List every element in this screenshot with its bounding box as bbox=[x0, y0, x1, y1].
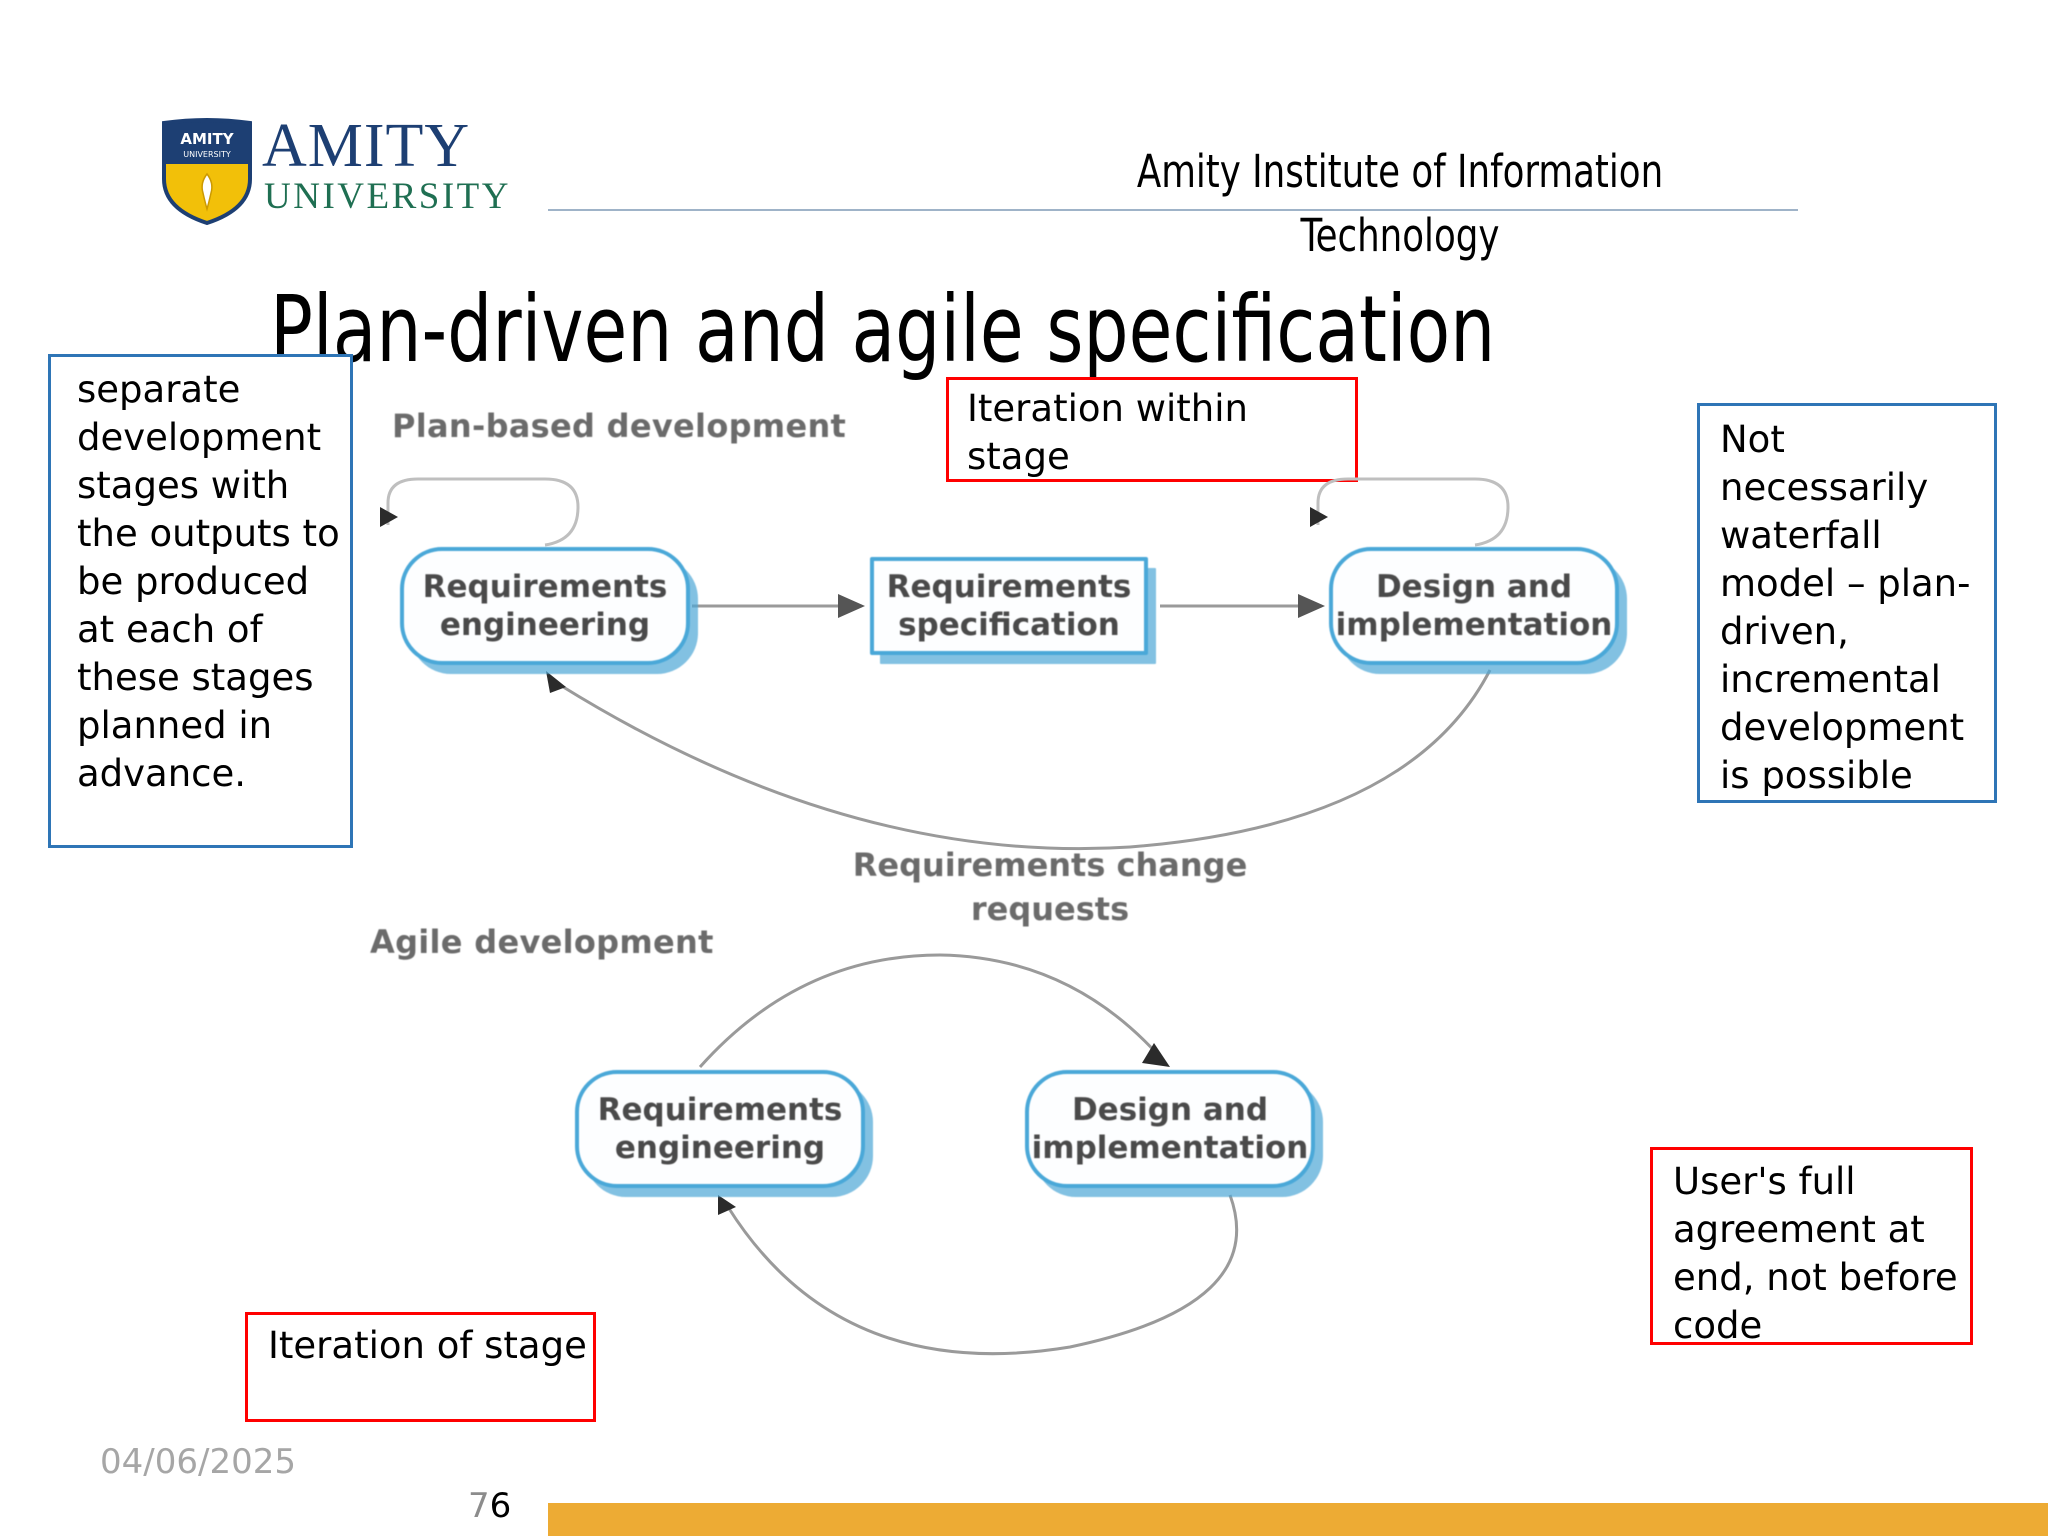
diagram-box-requirements-specification: Requirements specification bbox=[870, 557, 1148, 655]
callout-user-full-agreement: User's full agreement at end, not before… bbox=[1650, 1147, 1973, 1347]
diagram-box-agile-requirements-engineering: Requirements engineering bbox=[575, 1070, 865, 1188]
diagram-label-requirements-change-requests: Requirements change requests bbox=[852, 846, 1248, 928]
page-number: 76 bbox=[468, 1486, 511, 1526]
section-label-agile: Agile development bbox=[370, 923, 714, 961]
diagram-box-agile-design-and-implementation: Design and implementation bbox=[1025, 1070, 1315, 1188]
svg-text:UNIVERSITY: UNIVERSITY bbox=[183, 150, 231, 159]
logo-wordmark-primary: AMITY bbox=[262, 112, 471, 180]
callout-not-necessarily-waterfall: Not necessarily waterfall model – plan- … bbox=[1697, 403, 1997, 803]
header-divider-line bbox=[548, 209, 1798, 211]
callout-iteration-within-stage: Iteration within stage bbox=[946, 377, 1358, 482]
page-number-dim: 7 bbox=[468, 1486, 490, 1526]
section-label-plan-based: Plan-based development bbox=[392, 407, 847, 445]
svg-text:AMITY: AMITY bbox=[180, 130, 234, 148]
logo-wordmark: AMITY UNIVERSITY bbox=[262, 115, 518, 223]
diagram-box-design-and-implementation: Design and implementation bbox=[1329, 547, 1619, 665]
process-diagram: Plan-based development Agile development… bbox=[370, 395, 1710, 1455]
callout-iteration-of-stage: Iteration of stage bbox=[245, 1312, 596, 1422]
page-number-bold: 6 bbox=[489, 1486, 512, 1526]
diagram-box-requirements-engineering: Requirements engineering bbox=[400, 547, 690, 665]
page-title: Plan-driven and agile specification bbox=[270, 276, 1496, 383]
amity-shield-icon: AMITY UNIVERSITY bbox=[158, 117, 256, 225]
logo-wordmark-secondary: UNIVERSITY bbox=[264, 176, 511, 217]
institute-title: Amity Institute of Information Technolog… bbox=[1136, 145, 1664, 262]
callout-separate-stages: separate development stages with the out… bbox=[48, 354, 353, 848]
amity-university-logo: AMITY UNIVERSITY AMITY UNIVERSITY bbox=[158, 115, 518, 225]
footer-date: 04/06/2025 bbox=[100, 1442, 296, 1482]
footer-accent-bar bbox=[548, 1503, 2048, 1536]
diagram-connectors bbox=[380, 477, 1510, 1356]
